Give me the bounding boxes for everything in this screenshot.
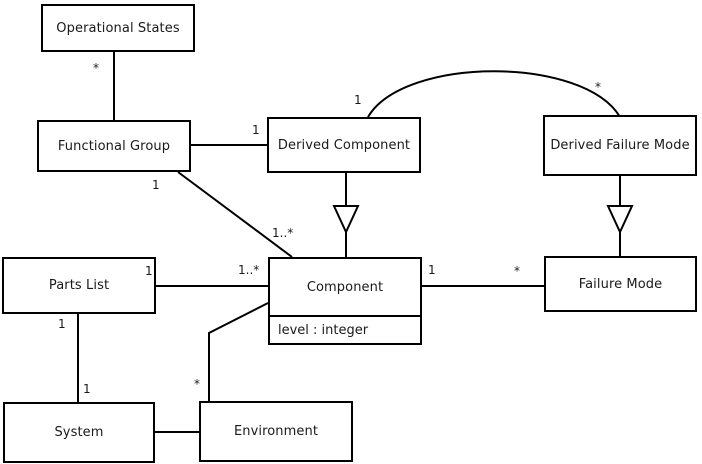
class-name-derived-component: Derived Component (277, 137, 411, 153)
class-name-derived-failure-mode: Derived Failure Mode (550, 138, 690, 153)
multiplicity-environment-to-component: * (194, 377, 200, 391)
generalization-triangle-derived-component (332, 205, 360, 235)
class-failure-mode[interactable]: Failure Mode (544, 256, 697, 312)
class-environment[interactable]: Environment (199, 401, 353, 462)
multiplicity-parts-list-to-system: 1 (58, 317, 66, 331)
class-functional-group[interactable]: Functional Group (37, 120, 191, 172)
multiplicity-failure-mode-from-component: * (514, 264, 520, 278)
multiplicity-system-from-parts-list: 1 (83, 382, 91, 396)
multiplicity-parts-list-to-component: 1 (145, 264, 153, 278)
class-operational-states[interactable]: Operational States (41, 4, 195, 52)
multiplicity-component-to-failure-mode: 1 (428, 263, 436, 277)
multiplicity-component-from-parts-list: 1..* (238, 263, 260, 277)
class-system[interactable]: System (3, 402, 155, 463)
class-name-operational-states: Operational States (56, 20, 180, 36)
multiplicity-functional-group-component: 1 (152, 178, 160, 192)
class-derived-component[interactable]: Derived Component (267, 117, 421, 173)
edge-derived-component-derived-failure-mode (367, 70, 621, 118)
class-component[interactable]: Component level : integer (268, 257, 422, 345)
class-name-functional-group: Functional Group (57, 138, 171, 154)
multiplicity-derived-failure-mode-from-derived-component: * (595, 80, 601, 94)
edge-functional-group-component (177, 171, 293, 258)
multiplicity-operational-states-functional-group: * (93, 61, 99, 75)
class-parts-list[interactable]: Parts List (2, 257, 156, 314)
class-name-failure-mode: Failure Mode (578, 276, 663, 292)
edge-component-environment (208, 302, 269, 401)
multiplicity-functional-group-derived-component: 1 (252, 123, 260, 137)
class-name-environment: Environment (233, 424, 319, 439)
multiplicity-derived-component-to-derived-failure-mode: 1 (354, 93, 362, 107)
multiplicity-component-from-functional-group: 1..* (272, 226, 294, 240)
class-name-parts-list: Parts List (48, 278, 110, 293)
generalization-triangle-derived-failure-mode (606, 205, 634, 235)
class-derived-failure-mode[interactable]: Derived Failure Mode (543, 115, 697, 176)
class-name-system: System (54, 425, 104, 440)
class-attribute-component-level: level : integer (270, 315, 420, 343)
class-name-component: Component (306, 279, 384, 295)
